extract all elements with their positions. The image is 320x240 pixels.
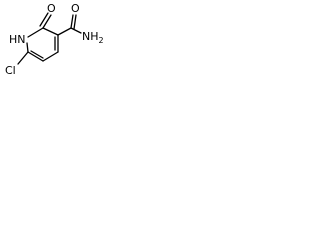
bond-c4-camide	[57, 27, 72, 36]
molecule-structure: O HN O NH2 Cl	[5, 2, 104, 77]
bond-c6-c5-double	[30, 50, 44, 59]
bond-camide-o-double	[73, 14, 77, 30]
bond-c6-cl	[17, 51, 29, 65]
bond-c2-o	[42, 14, 52, 29]
atom-label-ring-nitrogen: HN	[9, 33, 26, 46]
bond-c6-c5	[27, 51, 44, 62]
bond-camide-n	[70, 27, 82, 34]
amide-nitrogen-text: NH	[82, 30, 99, 43]
bond-c3-c2	[42, 27, 59, 36]
atom-label-oxygen-amide: O	[71, 2, 80, 15]
atom-label-amide-nitrogen: NH2	[82, 30, 104, 45]
bond-n1-c6	[26, 42, 29, 53]
amide-nitrogen-subscript: 2	[99, 36, 104, 45]
bond-c5-c4	[42, 51, 59, 62]
atom-label-chlorine: Cl	[5, 64, 16, 77]
structure-canvas: O HN O NH2 Cl	[0, 0, 107, 82]
bonds	[17, 12, 82, 65]
atom-label-oxygen-ketone: O	[47, 2, 56, 15]
bond-camide-o	[70, 14, 74, 29]
bond-c2-o-double	[39, 12, 49, 27]
bond-c2-n1	[27, 27, 44, 38]
